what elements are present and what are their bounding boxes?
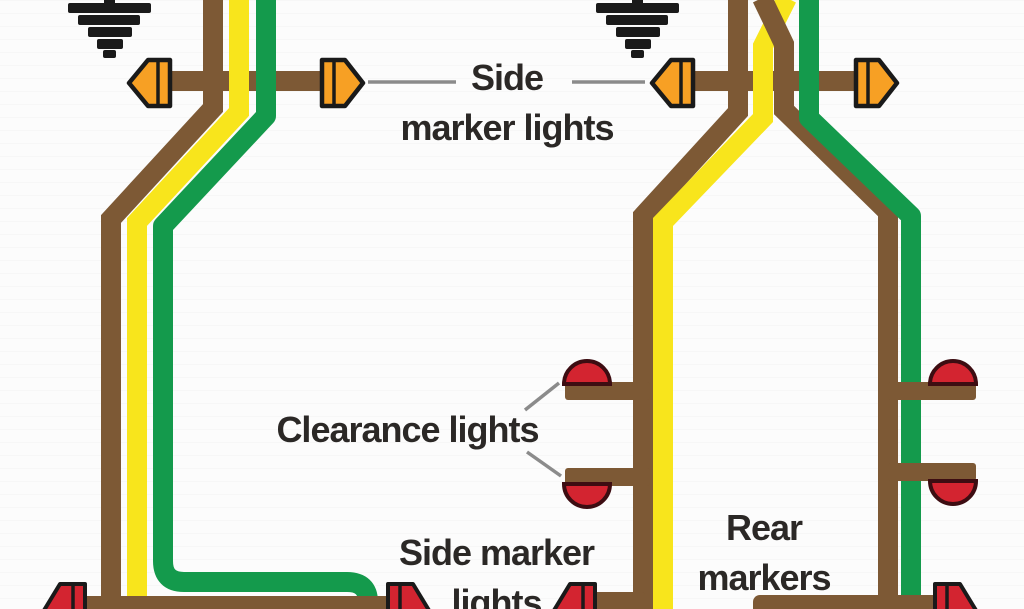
ground-bar: [78, 15, 140, 25]
clearance-light-right-top: [927, 359, 979, 386]
ground-bar: [596, 3, 679, 13]
side-marker-light-red-right-trailer-left: [552, 582, 597, 609]
ground-icon-right: [596, 0, 679, 58]
ground-bar: [625, 39, 651, 49]
clearance-light-left-bottom: [561, 482, 613, 509]
ground-bar: [616, 27, 660, 37]
side-marker-stub-right-trailer: [583, 592, 645, 609]
wire-brown-right-trailer-right-branch: [752, 0, 898, 600]
label-line: marker lights: [400, 107, 614, 148]
brown-bars-and-stubs: [50, 382, 976, 609]
ground-bar: [606, 15, 668, 25]
wire-green-right-trailer: [799, 0, 921, 600]
side-marker-light-orange-left-trailer-left: [126, 57, 173, 109]
wire-green-left-trailer: [153, 0, 378, 609]
side-marker-light-red-left-trailer-right: [386, 582, 431, 609]
ground-bar: [103, 50, 116, 58]
side-marker-light-red-right-trailer-right: [933, 582, 978, 609]
ground-stem: [632, 0, 643, 5]
side-marker-light-red-left-trailer-left: [42, 582, 87, 609]
clearance-lights: [561, 359, 979, 509]
label-line: Side marker: [398, 532, 595, 573]
orange-side-markers: [126, 57, 900, 109]
orange-marker-stripes: [156, 60, 870, 106]
label-line: Side: [470, 57, 544, 98]
ground-symbols: [68, 0, 679, 58]
clearance-light-left-top: [561, 359, 613, 386]
rear-bar-left-trailer: [50, 596, 425, 609]
clearance-stub-right-bottom: [888, 463, 976, 481]
callout-lines: [368, 80, 645, 478]
ground-icon-left: [68, 0, 151, 58]
ground-bar: [68, 3, 151, 13]
wire-brown-left-trailer: [101, 0, 223, 609]
side-marker-lights-label-bottom: Side marker lights: [344, 528, 649, 609]
red-side-markers: [42, 582, 978, 609]
label-line: Rear: [725, 507, 803, 548]
wire-yellow-left-trailer: [127, 0, 249, 609]
clearance-light-right-bottom: [927, 479, 979, 506]
callout-line-clearance-bottom: [525, 450, 563, 478]
red-marker-stripes: [71, 584, 949, 609]
brown-wire-crossing: [752, 0, 898, 600]
callout-line-clearance-top: [523, 381, 561, 412]
side-marker-light-orange-right-trailer-right: [853, 57, 900, 109]
rear-markers-label: Rear markers: [664, 503, 864, 603]
clearance-stub-right-top: [888, 382, 976, 400]
green-wires: [153, 0, 921, 609]
clearance-lights-label: Clearance lights: [255, 405, 560, 455]
side-marker-lights-label-top: Side marker lights: [352, 53, 662, 153]
label-line: markers: [697, 557, 831, 598]
ground-bar: [97, 39, 123, 49]
wire-brown-right-trailer-left-branch: [633, 0, 748, 609]
ground-stem: [104, 0, 115, 5]
rear-bar-right-trailer: [753, 595, 955, 609]
ground-bar: [88, 27, 132, 37]
clearance-stub-left-bottom: [565, 468, 650, 486]
label-line: lights: [451, 582, 543, 609]
clearance-stub-left-top: [565, 382, 650, 400]
label-line: Clearance lights: [276, 409, 539, 450]
ground-bar: [631, 50, 644, 58]
